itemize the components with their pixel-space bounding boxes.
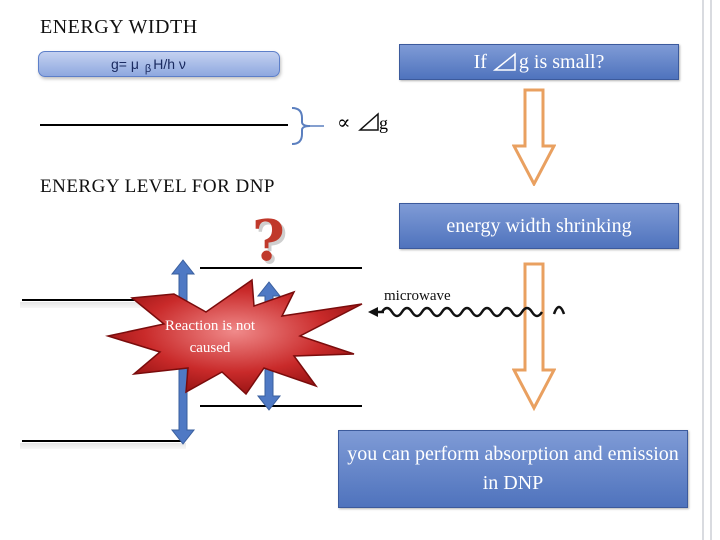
formula-g-mu: g= μ (111, 56, 139, 72)
upper-level-line-left (22, 299, 182, 301)
upper-level-shadow (20, 302, 186, 308)
formula-beta: β (144, 63, 152, 75)
reaction-burst (105, 278, 363, 396)
right-border-decoration (702, 0, 712, 540)
question-mark: ? (252, 208, 285, 274)
lower-level-shadow (20, 443, 186, 449)
proportional-symbol: ∝ (337, 112, 351, 134)
width-bracket (291, 107, 324, 145)
energy-width-line (40, 124, 288, 126)
proportional-g: g (379, 113, 388, 133)
microwave-wave-icon (368, 305, 566, 318)
formula-rest: H/h ν (153, 56, 186, 72)
microwave-label: microwave (384, 288, 451, 304)
lower-level-line-left (22, 440, 182, 442)
lower-level-line-right (200, 405, 362, 407)
down-arrow-2-icon (512, 262, 556, 412)
delta-icon (492, 52, 516, 71)
formula-bar: g= μ β H/h ν (38, 51, 280, 77)
question-banner: If g is small? (399, 44, 679, 80)
result-box: you can perform absorption and emission … (338, 430, 688, 508)
question-rest: g is small? (518, 50, 605, 73)
energy-width-title: ENERGY WIDTH (40, 16, 198, 38)
down-arrow-1-icon (512, 88, 556, 186)
question-if: If (473, 50, 487, 73)
upper-level-line-right (200, 267, 362, 269)
reaction-label: Reaction is not caused (165, 318, 255, 356)
energy-level-title: ENERGY LEVEL FOR DNP (40, 176, 276, 197)
delta-icon (358, 112, 379, 131)
shrinking-banner: energy width shrinking (399, 203, 679, 249)
